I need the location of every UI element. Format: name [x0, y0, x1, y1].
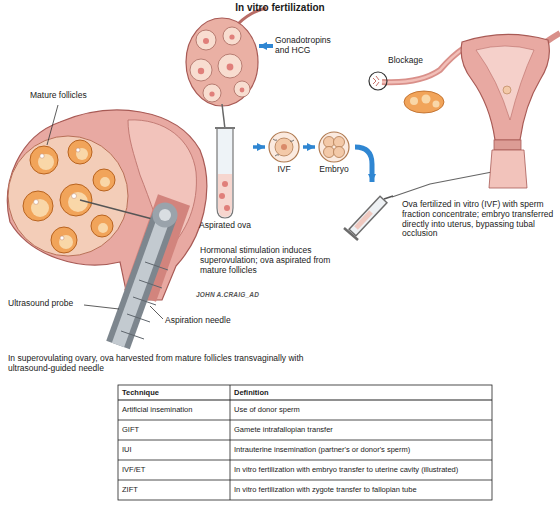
aspiration-line: [222, 104, 225, 129]
stimulated-ovary: [186, 8, 266, 106]
node-label: Embryo: [319, 165, 348, 175]
figure-caption: In superovulating ovary, ova harvested f…: [8, 354, 338, 374]
node-label: IVF: [277, 165, 290, 175]
table-header: Definition: [234, 388, 269, 398]
watermark: JOHN A.CRAIG_AD: [196, 291, 259, 298]
table-cell: GIFT: [122, 425, 139, 435]
step-note: Ova fertilized in vitro (IVF) with sperm…: [402, 200, 554, 239]
part-label: Ultrasound probe: [8, 299, 73, 309]
node-label: Aspirated ova: [199, 221, 251, 231]
table-cell: In vitro fertilization with embryo trans…: [234, 465, 458, 475]
stage-node: Aspirated ova: [198, 126, 252, 231]
pelvic-section: [7, 110, 206, 300]
part-label: Mature follicles: [30, 91, 87, 101]
table-cell: IVF/ET: [122, 465, 145, 475]
table-cell: In vitro fertilization with zygote trans…: [234, 485, 417, 495]
hormone-arrow: [259, 44, 273, 48]
figure-title: In vitro fertilization: [235, 2, 324, 14]
table-cell: ZIFT: [122, 485, 138, 495]
uterus: [369, 33, 560, 188]
table-header: Technique: [122, 388, 159, 398]
leader-line: [47, 105, 163, 319]
transfer-arrow: [355, 147, 372, 182]
table-cell: IUI: [122, 445, 132, 455]
drug-label: Gonadotropins and HCG: [275, 36, 339, 56]
table-grid: [118, 385, 492, 500]
table-cell: Intrauterine insemination (partner's or …: [234, 445, 410, 455]
stage-node: Embryo: [316, 130, 352, 175]
tube-shape: [213, 126, 237, 220]
aspiration-needle: [80, 200, 160, 221]
table-cell: Gamete intrafallopian transfer: [234, 425, 333, 435]
table-cell: Artificial insemination: [122, 405, 192, 415]
embryo-shape: [317, 130, 351, 164]
step-note: Hormonal stimulation induces superovulat…: [200, 246, 352, 275]
flow-arrow: [303, 145, 315, 149]
ovum-shape: [267, 130, 301, 164]
flow-arrow: [253, 145, 265, 149]
table-cell: Use of donor sperm: [234, 405, 300, 415]
part-label: Aspiration needle: [165, 316, 231, 326]
stage-node: IVF: [266, 130, 302, 175]
part-label: Blockage: [388, 56, 423, 66]
